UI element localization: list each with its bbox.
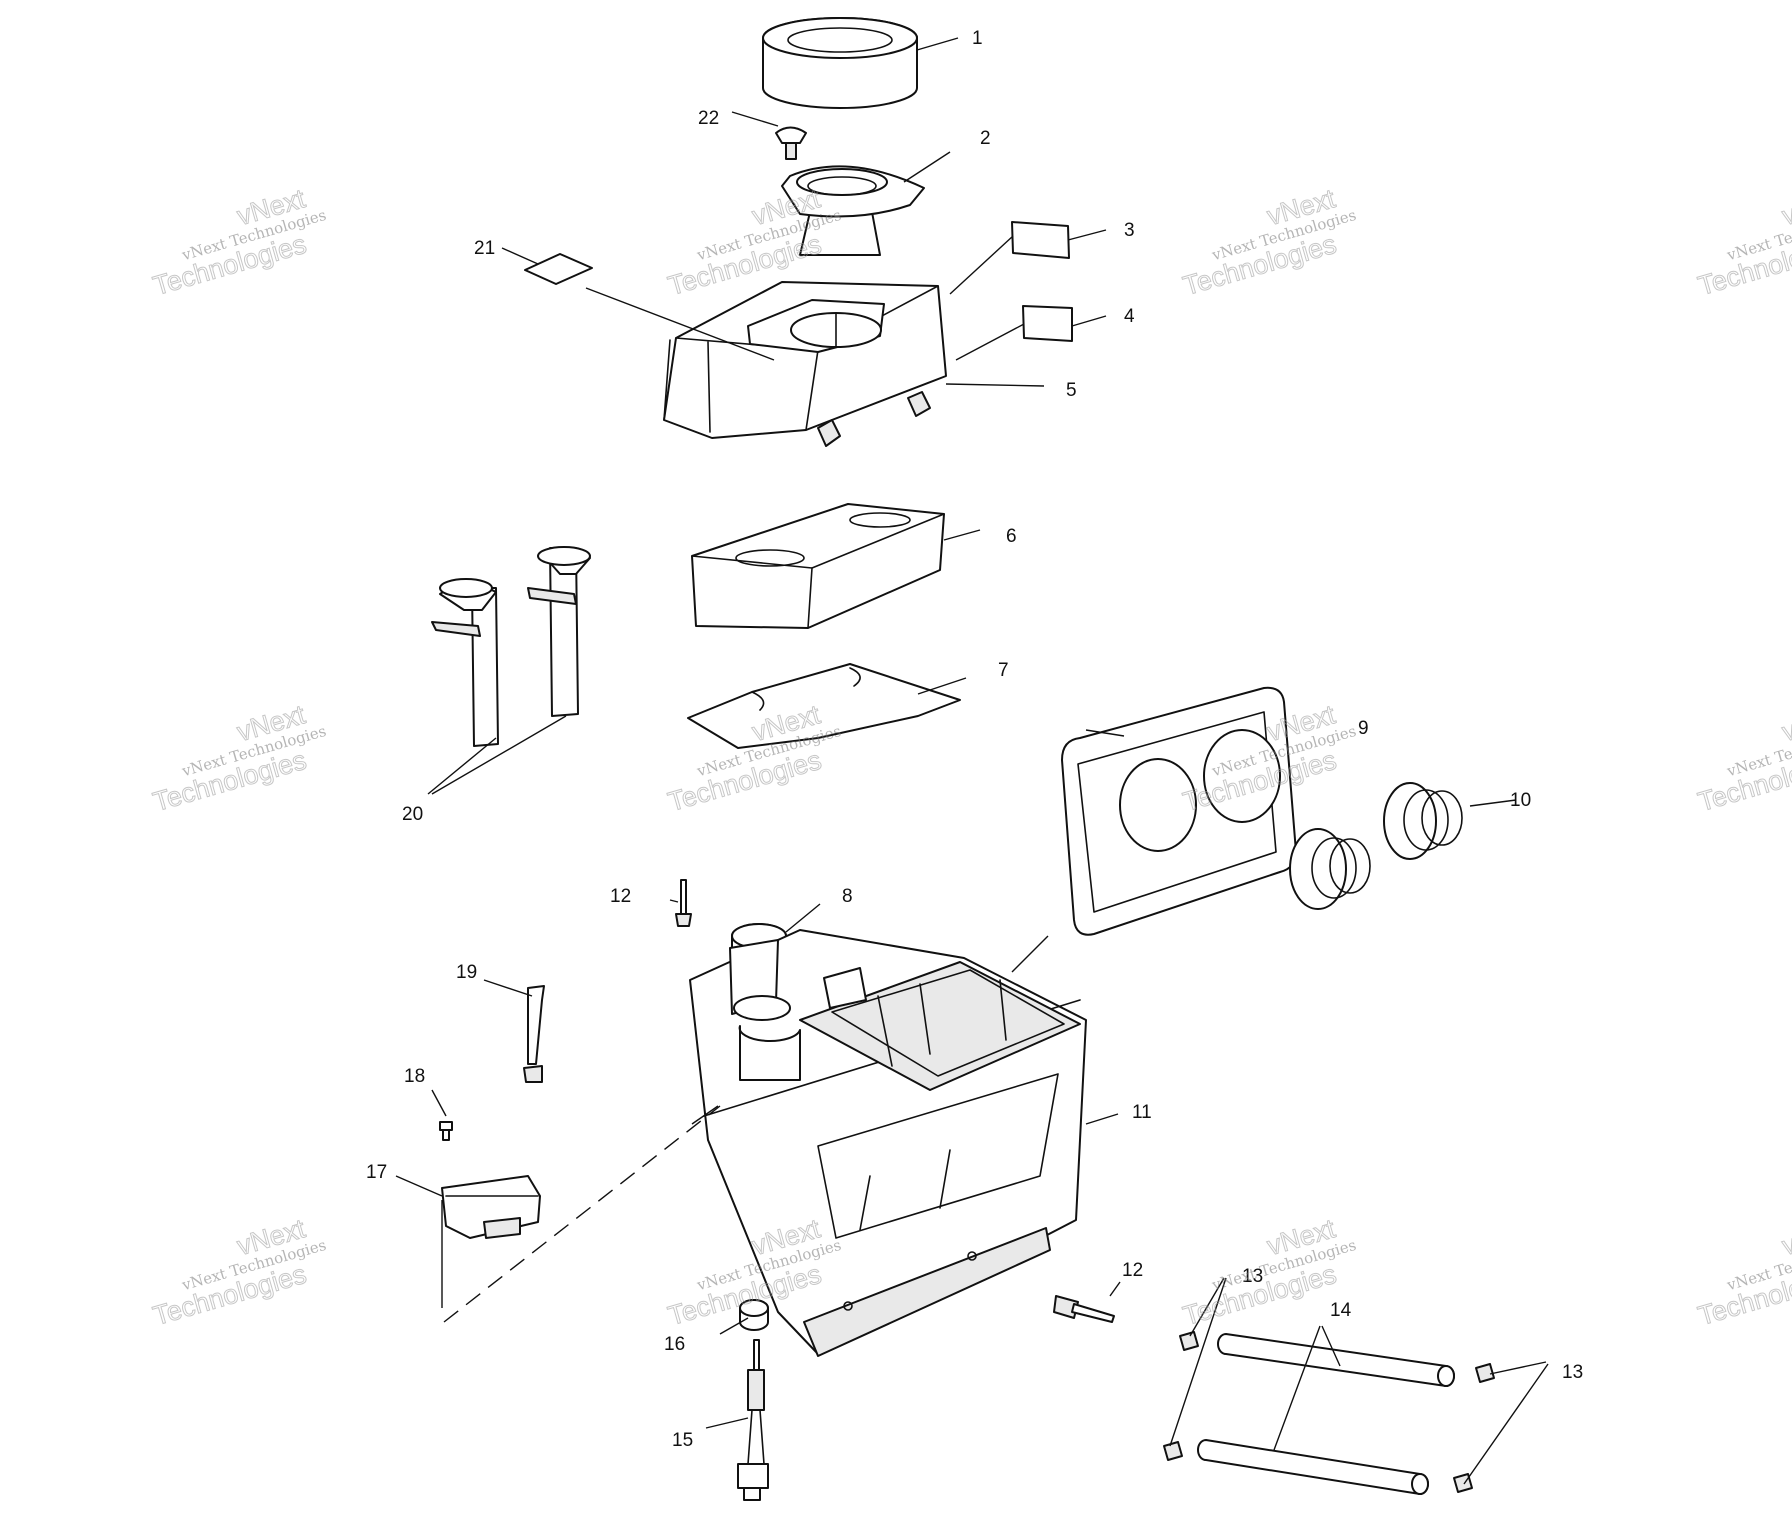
callout-19: 19 <box>456 962 477 983</box>
part-2-adapter-cone <box>781 165 925 256</box>
callout-13-left: 13 <box>1242 1266 1263 1287</box>
callout-11: 11 <box>1132 1102 1152 1123</box>
part-10-boots <box>1289 782 1463 910</box>
part-16-grommet <box>739 1299 769 1331</box>
svg-text:vNext: vNext <box>1779 699 1792 747</box>
callout-16: 16 <box>664 1334 685 1355</box>
callout-12-top: 12 <box>610 886 631 907</box>
callout-3: 3 <box>1124 220 1135 241</box>
watermark: vNext vNext Technologies Technologies <box>1694 1213 1792 1332</box>
part-15-drain <box>737 1339 769 1501</box>
callout-21: 21 <box>474 238 495 259</box>
callout-18: 18 <box>404 1066 425 1087</box>
callout-8: 8 <box>842 886 853 907</box>
watermark: vNext vNext Technologies Technologies <box>149 183 328 302</box>
part-21-decal <box>524 253 593 285</box>
part-1-filter-ring <box>762 17 918 109</box>
callout-10: 10 <box>1510 790 1531 811</box>
callout-5: 5 <box>1066 380 1077 401</box>
part-12-pin-bottom <box>1053 1295 1115 1323</box>
part-7-gasket-plate <box>687 663 961 749</box>
watermark: vNext vNext Technologies Technologies <box>1694 699 1792 818</box>
callout-14: 14 <box>1330 1300 1352 1321</box>
callout-13-right: 13 <box>1562 1362 1583 1383</box>
svg-text:vNext: vNext <box>1779 183 1792 231</box>
part-12-screw-top <box>675 879 692 927</box>
watermark: vNext vNext Technologies Technologies <box>149 699 328 818</box>
svg-text:vNext: vNext <box>1779 1213 1792 1261</box>
watermark: vNext vNext Technologies Technologies <box>1179 183 1358 302</box>
watermark: vNext vNext Technologies Technologies <box>1694 183 1792 302</box>
callout-15: 15 <box>672 1430 693 1451</box>
callout-1: 1 <box>972 28 983 49</box>
callout-22: 22 <box>698 108 719 129</box>
part-18-bolt <box>439 1121 453 1141</box>
callout-12-bottom: 12 <box>1122 1260 1143 1281</box>
part-11-airbox <box>689 929 1087 1357</box>
callout-6: 6 <box>1006 526 1017 547</box>
part-14-tubes <box>1197 1333 1455 1495</box>
callout-9: 9 <box>1358 718 1369 739</box>
watermark: vNext vNext Technologies Technologies <box>149 1213 328 1332</box>
part-20-velocity-stacks <box>431 546 591 747</box>
part-9-side-panel <box>1061 686 1297 936</box>
part-22-push-rivet <box>775 126 807 160</box>
part-17-module <box>441 1175 541 1239</box>
callout-20: 20 <box>402 804 423 825</box>
callout-2: 2 <box>980 128 991 149</box>
leader-lines <box>395 37 1549 1485</box>
part-5-airbox-cover <box>663 281 947 447</box>
part-4-decal <box>1022 305 1073 342</box>
callout-7: 7 <box>998 660 1009 681</box>
callout-4: 4 <box>1124 306 1135 327</box>
part-3-decal <box>1011 221 1070 259</box>
callout-numbers: 1 2 3 4 5 6 7 8 9 10 11 12 12 13 13 14 1… <box>366 28 1583 1451</box>
callout-17: 17 <box>366 1162 387 1183</box>
part-6-filter-element <box>691 503 945 629</box>
part-19-strap <box>523 985 545 1083</box>
